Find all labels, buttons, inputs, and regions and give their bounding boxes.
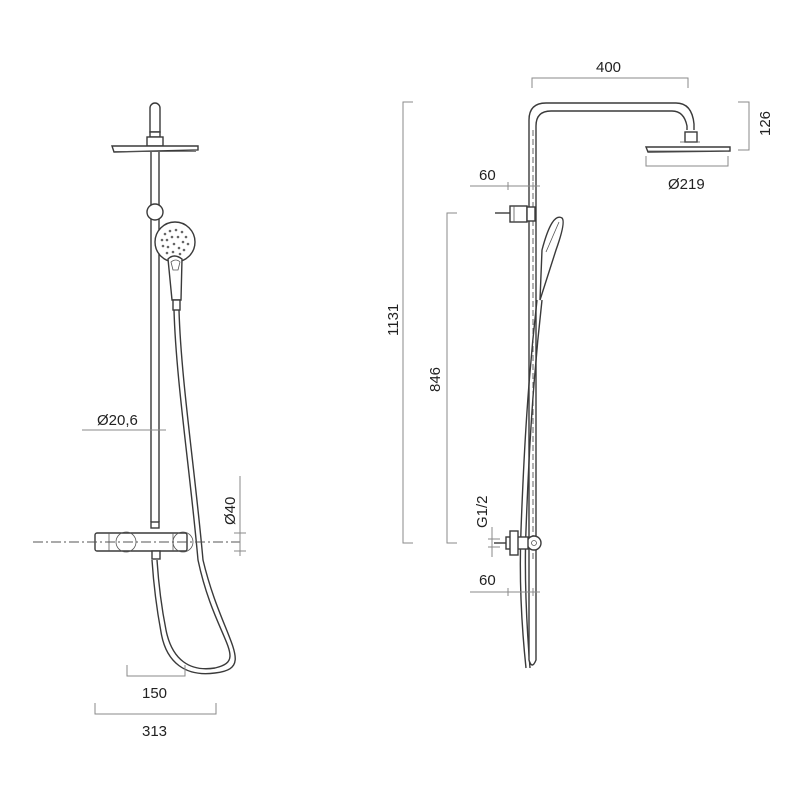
bracket-outlet-label: 846 — [427, 367, 444, 392]
side-view: 400 126 Ø219 60 1131 846 G1/2 60 — [385, 59, 774, 669]
top-wall-bracket — [509, 205, 528, 223]
head-height-label: 126 — [757, 111, 774, 136]
overall-width-label: 313 — [142, 723, 167, 740]
overhead-shower-head — [111, 145, 199, 153]
hose-offset-dimension-line — [126, 665, 186, 677]
bar-diameter-label: Ø20,6 — [97, 412, 138, 429]
head-height-dimension-line — [738, 101, 750, 151]
side-head-mount — [684, 131, 698, 143]
riser-coupling — [150, 521, 160, 529]
top-bracket-offset-label: 60 — [479, 167, 496, 184]
riser-lower — [528, 560, 537, 666]
head-diameter-label: Ø219 — [668, 176, 705, 193]
total-height-dimension-line — [402, 101, 413, 544]
bottom-inlet-offset-label: 60 — [479, 572, 496, 589]
inlet-thread-label: G1/2 — [474, 495, 491, 528]
mixer-outlet — [151, 550, 161, 560]
hose-offset-label: 150 — [142, 685, 167, 702]
front-view: Ø20,6 Ø40 150 313 — [33, 102, 246, 740]
mixer-diameter-label: Ø40 — [222, 497, 239, 525]
side-hand-shower — [539, 216, 564, 301]
slider-knob — [146, 203, 164, 221]
head-diameter-dimension-line — [645, 156, 729, 167]
stub-nut — [149, 131, 161, 138]
side-hose-outer — [519, 299, 538, 669]
bracket-clamp — [526, 206, 536, 222]
top-stub — [149, 102, 161, 133]
shower-arm-inner — [535, 110, 688, 560]
shower-hose-outer — [156, 309, 231, 670]
overall-width-dimension-line — [94, 703, 217, 715]
shower-arm-outer — [528, 102, 695, 560]
total-height-label: 1131 — [385, 304, 402, 336]
side-mixer-body — [526, 535, 542, 551]
arm-projection-label: 400 — [596, 59, 621, 76]
inlet-nut — [509, 530, 519, 556]
head-mount — [146, 136, 164, 147]
bracket-outlet-dimension-line — [446, 212, 457, 544]
arm-projection-dimension-line — [531, 77, 689, 88]
handle-cone — [172, 299, 181, 311]
hand-shower-nozzles — [160, 228, 190, 260]
